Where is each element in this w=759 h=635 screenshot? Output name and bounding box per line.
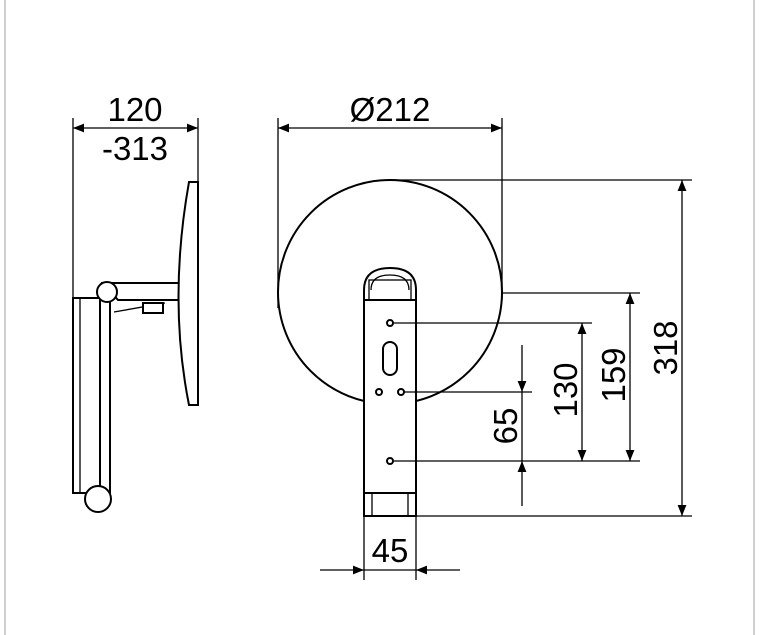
mount-hole-bottom <box>386 457 394 465</box>
front-plate-top-arc <box>370 274 410 291</box>
diameter-label: Ø212 <box>350 91 431 128</box>
width-45-label: 45 <box>372 532 409 569</box>
side-mirror-profile <box>177 181 199 406</box>
side-wall-plate <box>72 297 111 494</box>
front-view <box>277 118 692 580</box>
side-bottom-roller <box>84 485 112 513</box>
mount-slot <box>382 341 398 376</box>
side-view <box>72 118 199 513</box>
height-130-label: 130 <box>547 362 584 417</box>
height-159-label: 159 <box>595 347 632 402</box>
side-depth-min-label: 120 <box>107 91 162 128</box>
side-depth-max-label: -313 <box>102 130 168 167</box>
height-65-label: 65 <box>487 408 524 445</box>
mount-hole-top <box>386 319 394 327</box>
side-connector <box>142 302 164 314</box>
mount-hole-mid-right <box>397 388 405 396</box>
front-wall-plate <box>363 266 417 517</box>
mount-hole-mid-left <box>375 388 383 396</box>
side-arm-joint <box>96 281 118 303</box>
height-318-label: 318 <box>647 320 684 375</box>
